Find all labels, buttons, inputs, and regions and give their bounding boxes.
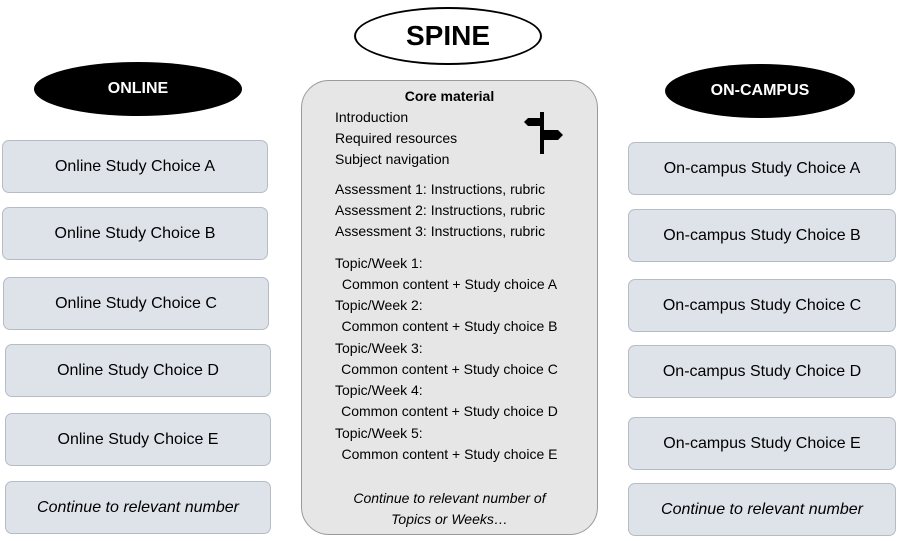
on-campus-continue: Continue to relevant number bbox=[628, 483, 896, 536]
topic-content: Common content + Study choice E bbox=[341, 446, 558, 462]
on-campus-choice-a: On-campus Study Choice A bbox=[628, 142, 896, 195]
core-assessment: Assessment 3: Instructions, rubric bbox=[335, 223, 546, 239]
core-assessment: Assessment 2: Instructions, rubric bbox=[335, 202, 546, 218]
topic-label: Topic/Week 5: bbox=[335, 425, 423, 441]
on-campus-header: ON-CAMPUS bbox=[665, 64, 855, 118]
online-header: ONLINE bbox=[34, 62, 242, 116]
topic-content: Common content + Study choice C bbox=[341, 361, 558, 377]
core-material-box bbox=[301, 80, 598, 535]
topic-label: Topic/Week 1: bbox=[335, 255, 423, 271]
online-choice-b: Online Study Choice B bbox=[2, 207, 268, 260]
signpost-icon bbox=[524, 112, 563, 154]
on-campus-choice-b: On-campus Study Choice B bbox=[628, 209, 896, 262]
topic-label: Topic/Week 4: bbox=[335, 382, 423, 398]
core-footer-line1: Continue to relevant number of bbox=[353, 490, 546, 506]
core-material-heading: Core material bbox=[404, 88, 495, 104]
topic-content: Common content + Study choice D bbox=[341, 403, 558, 419]
online-choice-c: Online Study Choice C bbox=[3, 277, 269, 330]
topic-label: Topic/Week 3: bbox=[335, 340, 423, 356]
core-intro-item: Subject navigation bbox=[335, 151, 450, 167]
on-campus-choice-c: On-campus Study Choice C bbox=[628, 279, 896, 332]
on-campus-choice-e: On-campus Study Choice E bbox=[628, 417, 896, 470]
spine-title: SPINE bbox=[354, 7, 542, 65]
core-footer-line2: Topics or Weeks… bbox=[391, 511, 508, 527]
online-choice-d: Online Study Choice D bbox=[5, 344, 271, 397]
on-campus-choice-d: On-campus Study Choice D bbox=[628, 345, 896, 398]
topic-content: Common content + Study choice A bbox=[341, 276, 558, 292]
online-continue: Continue to relevant number bbox=[5, 481, 271, 534]
online-choice-e: Online Study Choice E bbox=[5, 413, 271, 466]
topic-label: Topic/Week 2: bbox=[335, 297, 423, 313]
core-intro-item: Introduction bbox=[335, 109, 409, 125]
topic-content: Common content + Study choice B bbox=[341, 318, 558, 334]
core-intro-item: Required resources bbox=[335, 130, 458, 146]
core-assessment: Assessment 1: Instructions, rubric bbox=[335, 181, 546, 197]
online-choice-a: Online Study Choice A bbox=[2, 140, 268, 193]
